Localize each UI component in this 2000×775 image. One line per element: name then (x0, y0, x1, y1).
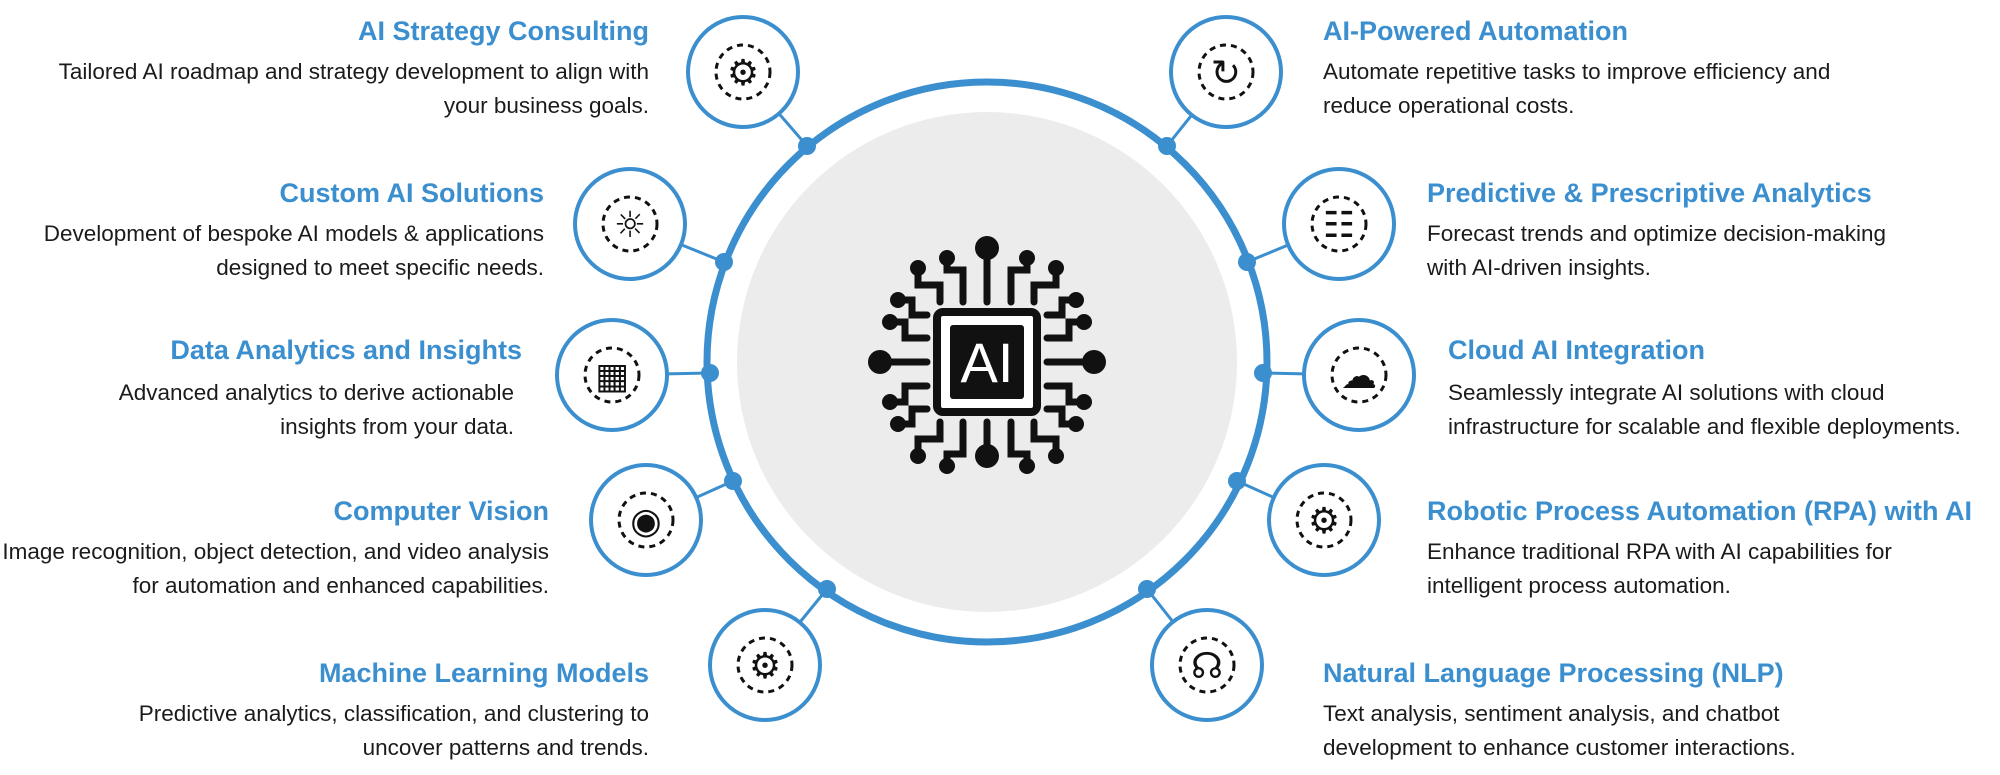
service-description-4: Image recognition, object detection, and… (2, 539, 549, 598)
spokes: ⚙ ☼ ▦ ◉ ⚙ ↻ ☷ ☁ ⚙ ☊ (555, 15, 1416, 722)
ring-node-dot (715, 253, 733, 271)
icon-circle (1302, 318, 1416, 432)
service-title-7: Predictive & Prescriptive Analytics (1427, 178, 1872, 208)
svg-text:☊: ☊ (1191, 646, 1223, 687)
ring-node-dot (1238, 253, 1256, 271)
service-description-10: Text analysis, sentiment analysis, and c… (1323, 701, 1796, 760)
service-title-10: Natural Language Processing (NLP) (1323, 658, 1784, 688)
svg-text:⚙: ⚙ (727, 53, 759, 94)
service-description-1: Tailored AI roadmap and strategy develop… (58, 59, 649, 118)
robot-gear-icon: ⚙ (1295, 491, 1353, 549)
service-description-6: Automate repetitive tasks to improve eff… (1323, 59, 1831, 118)
icon-circle (589, 463, 703, 577)
icon-circle (708, 608, 822, 722)
service-description-2: Development of bespoke AI models & appli… (43, 221, 544, 280)
ring-node-dot (724, 472, 742, 490)
service-description-9: Enhance traditional RPA with AI capabili… (1427, 539, 1892, 598)
icon-circle (1169, 15, 1283, 129)
ai-chip-terminals (868, 236, 1106, 474)
icon-circle (686, 15, 800, 129)
ring-node-dot (701, 364, 719, 382)
eye-icon: ◉ (617, 491, 675, 549)
service-description-7: Forecast trends and optimize decision-ma… (1427, 221, 1886, 280)
svg-text:☁: ☁ (1341, 356, 1377, 397)
svg-text:↻: ↻ (1211, 53, 1241, 94)
ring-node-dot (818, 580, 836, 598)
svg-text:◉: ◉ (630, 501, 661, 542)
ring-node-dot (1228, 472, 1246, 490)
service-title-9: Robotic Process Automation (RPA) with AI (1427, 496, 1973, 526)
svg-text:☼: ☼ (614, 205, 646, 246)
service-title-2: Custom AI Solutions (279, 178, 545, 208)
svg-text:▦: ▦ (595, 356, 629, 397)
service-title-3: Data Analytics and Insights (170, 335, 522, 365)
ring-node-dot (1138, 580, 1156, 598)
svg-text:⚙: ⚙ (1308, 501, 1340, 542)
outer-ring (703, 78, 1271, 646)
service-description-3: Advanced analytics to derive actionable … (118, 380, 514, 439)
gear-brain-icon: ⚙ (714, 43, 772, 101)
ring-node-dot (1254, 364, 1272, 382)
service-title-5: Machine Learning Models (318, 658, 649, 688)
service-title-1: AI Strategy Consulting (357, 16, 649, 46)
hub-label: AI (961, 331, 1014, 394)
ai-cloud-icon: ☁ (1330, 346, 1388, 404)
icon-circle (1282, 167, 1396, 281)
nlp-network-icon: ☊ (1178, 636, 1236, 694)
icon-circle (573, 167, 687, 281)
ai-chip-inner (950, 325, 1024, 399)
icon-circle (555, 318, 669, 432)
ml-gear-network-icon: ⚙ (736, 636, 794, 694)
dashboard-icon: ▦ (583, 346, 641, 404)
service-description-5: Predictive analytics, classification, an… (138, 701, 649, 760)
service-description-8: Seamlessly integrate AI solutions with c… (1448, 380, 1961, 439)
ai-lightbulb-icon: ☼ (601, 195, 659, 253)
ring-node-dot (1158, 137, 1176, 155)
ai-gear-cycle-icon: ↻ (1197, 43, 1255, 101)
svg-text:☷: ☷ (1323, 205, 1355, 246)
ring-node-dot (798, 137, 816, 155)
icon-circle (1150, 608, 1264, 722)
icon-circle (1267, 463, 1381, 577)
service-title-8: Cloud AI Integration (1448, 335, 1705, 365)
service-title-4: Computer Vision (333, 496, 549, 526)
svg-text:⚙: ⚙ (749, 646, 781, 687)
report-magnifier-icon: ☷ (1310, 195, 1368, 253)
service-title-6: AI-Powered Automation (1323, 16, 1629, 46)
